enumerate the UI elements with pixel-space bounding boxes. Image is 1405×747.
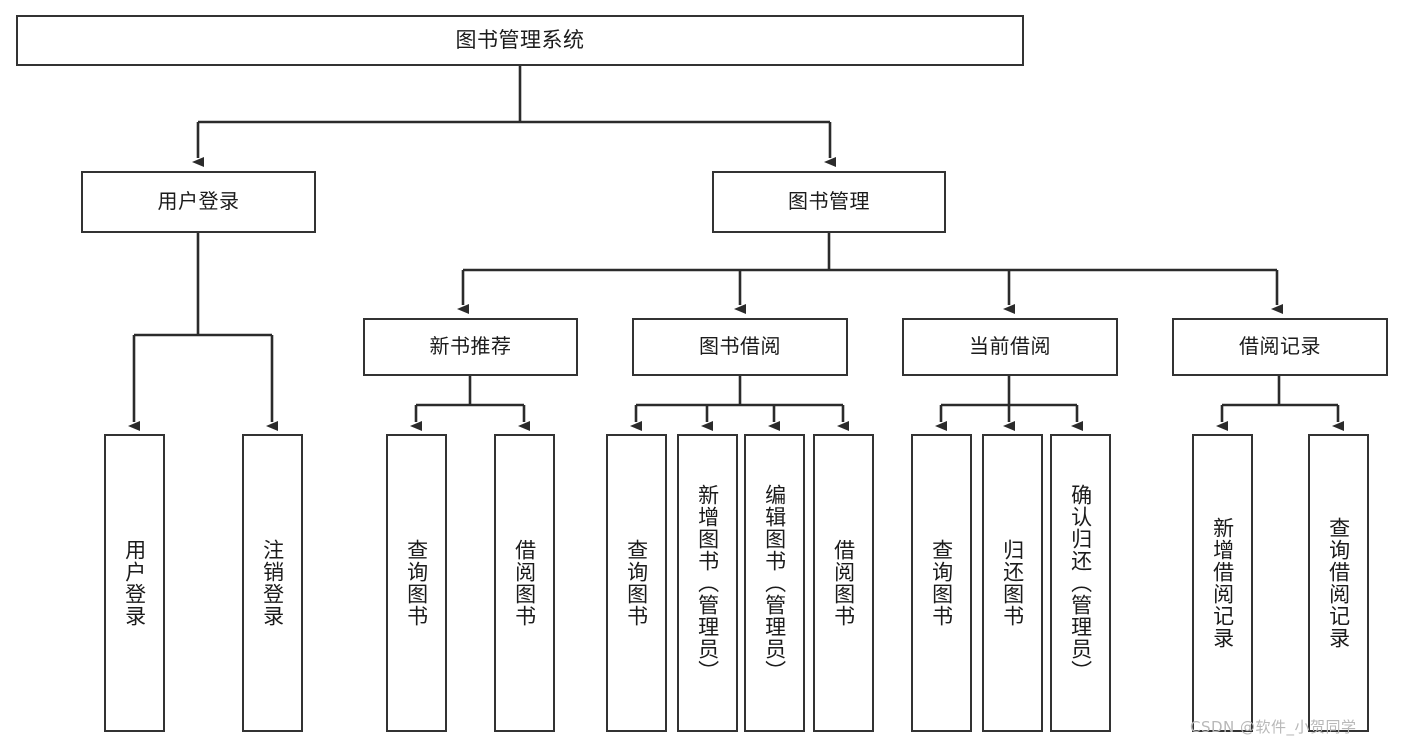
node-label: 确认归还（管理员） [1068, 484, 1093, 682]
leaf-add-book-admin[interactable]: 新增图书（管理员） [677, 434, 738, 732]
node-label: 查询图书 [404, 539, 429, 627]
node-label: 查询借阅记录 [1326, 517, 1351, 649]
node-label: 编辑图书（管理员） [762, 484, 787, 682]
node-label: 借阅图书 [831, 539, 856, 627]
leaf-user-login[interactable]: 用户登录 [104, 434, 165, 732]
node-label: 新增借阅记录 [1210, 517, 1235, 649]
leaf-add-borrow-record[interactable]: 新增借阅记录 [1192, 434, 1253, 732]
node-label: 借阅图书 [512, 539, 537, 627]
node-label: 新书推荐 [429, 334, 512, 359]
node-label: 当前借阅 [969, 334, 1051, 359]
node-label: 归还图书 [1000, 539, 1025, 627]
watermark-text: CSDN @软件_小贺同学 [1190, 718, 1357, 736]
leaf-borrow-book-recommend[interactable]: 借阅图书 [494, 434, 555, 732]
node-book-borrow[interactable]: 图书借阅 [632, 318, 848, 376]
node-label: 查询图书 [624, 539, 649, 627]
node-label: 注销登录 [260, 539, 285, 627]
node-label: 图书管理 [788, 189, 870, 214]
node-label: 新增图书（管理员） [695, 484, 720, 682]
leaf-borrow-book[interactable]: 借阅图书 [813, 434, 874, 732]
leaf-return-book[interactable]: 归还图书 [982, 434, 1043, 732]
leaf-query-book-recommend[interactable]: 查询图书 [386, 434, 447, 732]
node-label: 图书管理系统 [455, 28, 585, 53]
node-label: 查询图书 [929, 539, 954, 627]
leaf-confirm-return-admin[interactable]: 确认归还（管理员） [1050, 434, 1111, 732]
node-book-management[interactable]: 图书管理 [712, 171, 946, 233]
leaf-logout-login[interactable]: 注销登录 [242, 434, 303, 732]
node-label: 借阅记录 [1239, 334, 1321, 359]
leaf-query-book-borrow[interactable]: 查询图书 [606, 434, 667, 732]
leaf-query-borrow-record[interactable]: 查询借阅记录 [1308, 434, 1369, 732]
leaf-edit-book-admin[interactable]: 编辑图书（管理员） [744, 434, 805, 732]
node-label: 图书借阅 [699, 334, 781, 359]
node-borrow-record[interactable]: 借阅记录 [1172, 318, 1388, 376]
node-label: 用户登录 [157, 189, 240, 214]
node-user-login[interactable]: 用户登录 [81, 171, 316, 233]
leaf-query-book-current[interactable]: 查询图书 [911, 434, 972, 732]
node-root-system[interactable]: 图书管理系统 [16, 15, 1024, 66]
node-new-book-recommend[interactable]: 新书推荐 [363, 318, 578, 376]
node-label: 用户登录 [122, 539, 147, 627]
node-current-borrow[interactable]: 当前借阅 [902, 318, 1118, 376]
